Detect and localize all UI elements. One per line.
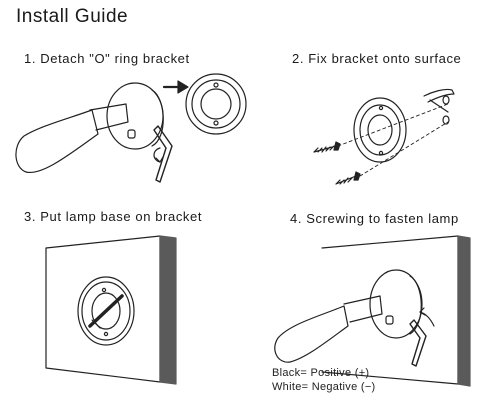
wall-outline xyxy=(321,235,459,385)
wall-anchor xyxy=(442,115,450,125)
lamp-base xyxy=(369,269,423,339)
step-2-caption: 2. Fix bracket onto surface xyxy=(292,51,462,66)
tighten-arrow-icon xyxy=(419,311,435,327)
wall-anchor xyxy=(442,95,450,105)
wall-outline xyxy=(45,235,161,383)
step-2-illustration xyxy=(313,88,455,185)
lamp-shade xyxy=(274,305,349,363)
screw-icon xyxy=(313,145,337,153)
lamp-arm xyxy=(343,295,383,323)
lamp-shade xyxy=(15,109,99,174)
step-4-illustration xyxy=(274,235,471,387)
screw-icon xyxy=(335,175,357,185)
o-ring-bracket xyxy=(185,73,247,135)
step-1-caption: 1. Detach "O" ring bracket xyxy=(24,51,190,66)
page-title: Install Guide xyxy=(16,6,129,27)
step-3-caption: 3. Put lamp base on bracket xyxy=(24,209,203,224)
allen-key-icon xyxy=(153,125,173,183)
wire-black-note: Black= Positive (+) xyxy=(272,367,370,379)
wall-edge xyxy=(159,235,177,385)
lamp-base-on-bracket xyxy=(77,276,135,346)
base-screw-hole xyxy=(127,129,136,139)
step-3-illustration xyxy=(45,235,177,385)
wire-white-note: White= Negative (−) xyxy=(272,381,376,393)
step-4-caption: 4. Screwing to fasten lamp xyxy=(290,211,459,226)
wall-edge xyxy=(457,235,471,387)
rotate-arrow-icon xyxy=(153,147,161,163)
allen-key-icon xyxy=(409,319,427,367)
surface-bracket xyxy=(353,97,407,163)
step-1-illustration xyxy=(15,73,247,183)
tool-icon xyxy=(423,88,455,103)
screw-icon xyxy=(88,294,124,328)
lamp-base xyxy=(106,82,164,150)
